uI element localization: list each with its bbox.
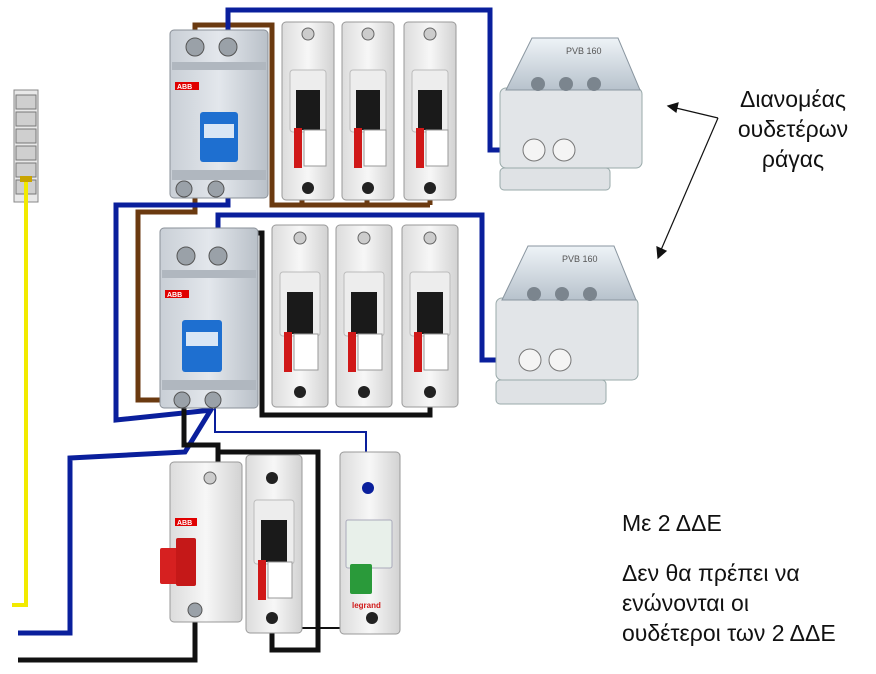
blue-feed-wire [113, 192, 231, 423]
distributor-marking: PVB 160 [566, 46, 602, 56]
main-switch: ABB [160, 461, 243, 623]
top-breakers [281, 21, 457, 201]
distributor-label: Διανομέας ουδετέρων ράγας [728, 84, 858, 174]
rcd-brand-label: ABB [177, 84, 192, 91]
rcd-brand-label: ABB [167, 292, 182, 299]
earth-wire [12, 182, 28, 607]
breaker [341, 21, 395, 201]
extra-breaker [245, 454, 303, 634]
indicator-module: legrand [339, 451, 401, 635]
earth-terminal-block [13, 89, 39, 203]
neutral-distributor-bottom: PVB 160 [495, 245, 639, 405]
distributor-label-line-2: ουδετέρων [737, 116, 849, 142]
rcd-count-note: Με 2 ΔΔΕ [622, 510, 722, 536]
breaker [335, 224, 393, 408]
supply-neutral-wire [18, 406, 215, 636]
warning-note: Δεν θα πρέπει να ενώνονται οι ουδέτεροι … [622, 558, 872, 648]
switch-brand-label: ABB [177, 520, 192, 527]
distributor-label-line-1: Διανομέας [740, 86, 846, 112]
breaker [401, 224, 459, 408]
warning-line-3: ουδέτεροι των 2 ΔΔΕ [622, 620, 836, 646]
warning-line-1: Δεν θα πρέπει να [622, 560, 800, 586]
annotation-arrows [656, 102, 719, 260]
rcd-top: ABB [169, 29, 269, 199]
bottom-breakers [271, 224, 459, 408]
breaker [403, 21, 457, 201]
distributor-marking: PVB 160 [562, 254, 598, 264]
neutral-distributor-top: PVB 160 [499, 37, 643, 191]
indicator-brand-label: legrand [352, 601, 381, 610]
warning-line-2: ενώνονται οι [622, 590, 749, 616]
distributor-label-line-3: ράγας [761, 146, 825, 172]
breaker [271, 224, 329, 408]
supply-phase-wire [18, 612, 198, 663]
rcd-bottom: ABB [159, 227, 259, 409]
extra-breaker-supply-wire [269, 449, 321, 653]
breaker [281, 21, 335, 201]
